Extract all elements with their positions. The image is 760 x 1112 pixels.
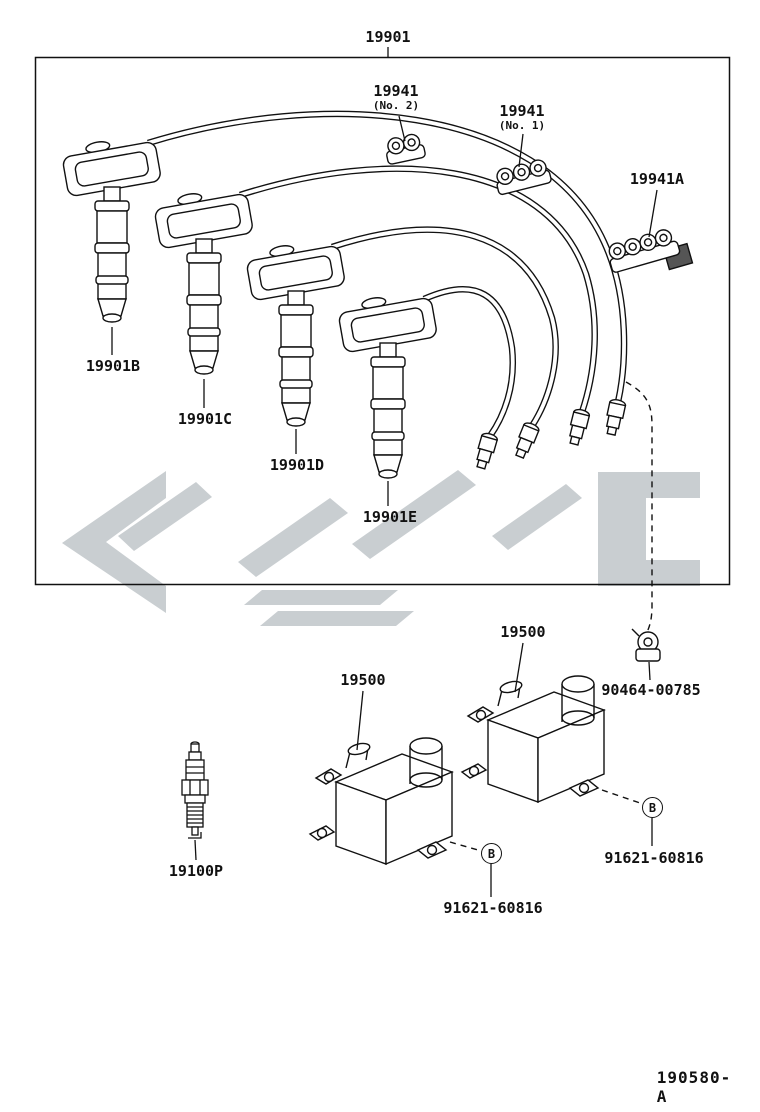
ignition-coil-right — [461, 675, 605, 803]
part-label-19901c: 19901C — [177, 410, 233, 428]
plug-wires — [147, 110, 628, 438]
part-label-19941a: 19941A — [629, 170, 685, 188]
wire-terminals — [472, 397, 627, 471]
part-label-91621-60816-left: 91621-60816 — [443, 899, 543, 917]
plug-wire-boot-19901b — [59, 131, 163, 323]
plug-wire-boot-19901e — [335, 287, 439, 479]
plug-wire-boot-19901d — [243, 235, 347, 427]
wire-clamp-no2 — [385, 132, 426, 165]
part-note: (No. 1) — [498, 118, 546, 132]
ignition-coil-left — [309, 737, 453, 865]
part-number: 19941 — [373, 82, 419, 100]
plug-wire-boot-19901c — [151, 183, 255, 375]
part-label-19901d: 19901D — [269, 456, 325, 474]
part-label-19500-left: 19500 — [340, 671, 386, 689]
spark-plug-art — [181, 741, 209, 839]
part-label-91621-60816-right: 91621-60816 — [604, 849, 704, 867]
part-label-90464-00785: 90464-00785 — [601, 681, 701, 699]
part-label-19500-right: 19500 — [500, 623, 546, 641]
part-label-19901b: 19901B — [85, 357, 141, 375]
leader-lines — [111, 47, 658, 897]
wire-clamp-bracket-19941a — [606, 227, 694, 273]
part-number: 19941 — [499, 102, 545, 120]
coil-clamp-90464 — [631, 628, 661, 662]
part-note: (No. 2) — [372, 98, 420, 112]
wire-clamp-no1 — [494, 157, 552, 196]
part-label-19100p: 19100P — [168, 862, 224, 880]
part-label-19901: 19901 — [365, 28, 411, 46]
fastener-marker-b-left: B — [481, 843, 502, 864]
watermark-logo — [62, 470, 700, 626]
drawing-number: 190580-A — [656, 1068, 732, 1106]
assembly-frame — [34, 56, 731, 586]
part-label-19941-no2: 19941 (No. 2) — [373, 83, 419, 112]
dashed-reference-lines — [449, 381, 653, 851]
part-label-19941-no1: 19941 (No. 1) — [499, 103, 545, 132]
fastener-marker-b-right: B — [642, 797, 663, 818]
part-label-19901e: 19901E — [362, 508, 418, 526]
